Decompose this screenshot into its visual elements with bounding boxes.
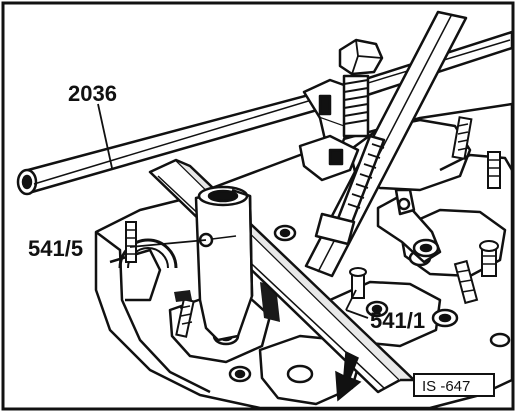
threaded-rod xyxy=(314,134,386,246)
leader-541-5 xyxy=(129,239,207,248)
stud xyxy=(487,151,501,189)
stud xyxy=(451,116,473,160)
stud xyxy=(349,267,367,299)
stud xyxy=(125,221,137,263)
down-arrow-icon xyxy=(335,350,362,402)
adjusting-bolt xyxy=(338,38,384,138)
label-2036: 2036 xyxy=(68,81,117,106)
stud xyxy=(479,240,499,277)
leader-2036 xyxy=(97,103,113,169)
reference-number: IS -647 xyxy=(422,378,470,395)
reference-box: IS -647 xyxy=(413,373,495,397)
leader-541-1 xyxy=(345,309,369,319)
label-541-5: 541/5 xyxy=(28,236,83,261)
stud xyxy=(453,259,479,305)
pressing-arm xyxy=(376,188,442,264)
label-541-1: 541/1 xyxy=(370,308,425,333)
leader-lines xyxy=(97,103,369,319)
tool-541-5-support xyxy=(194,185,254,342)
head-studs xyxy=(125,116,501,338)
